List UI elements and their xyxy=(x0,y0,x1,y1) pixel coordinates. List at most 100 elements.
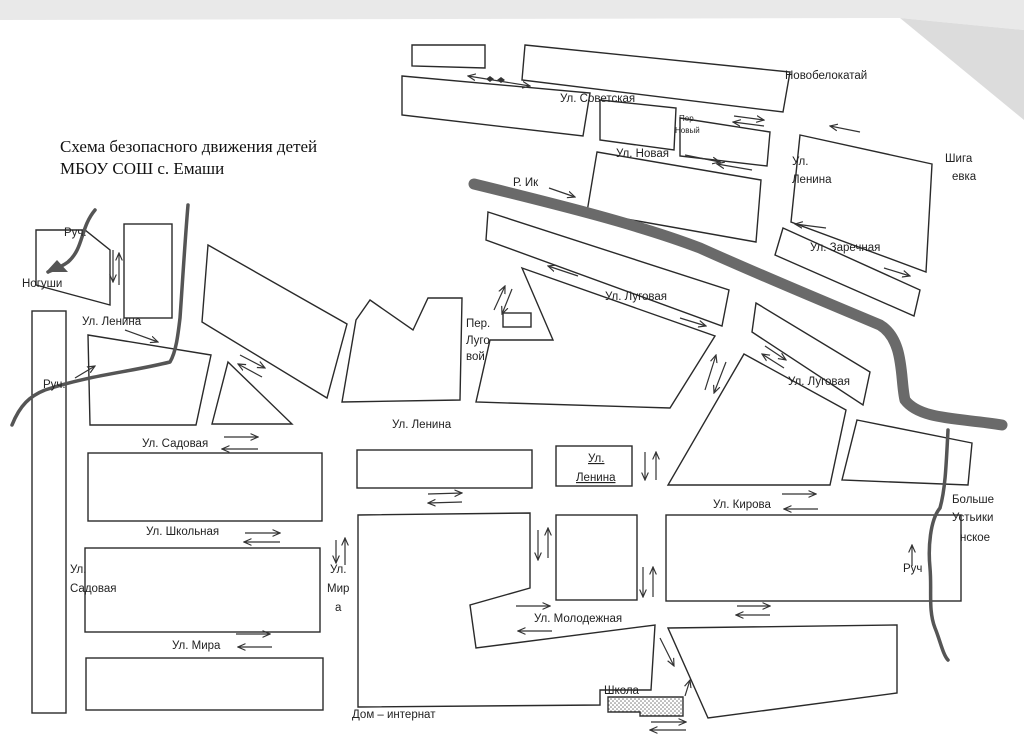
direction-arrow xyxy=(548,266,579,277)
block xyxy=(87,452,323,522)
block xyxy=(87,334,212,426)
direction-arrow xyxy=(764,345,786,360)
direction-arrow xyxy=(883,267,910,276)
block xyxy=(774,227,921,317)
label-ul-sadovaya: Ул. Садовая xyxy=(142,438,208,450)
direction-arrow xyxy=(795,224,827,228)
page-top-shadow xyxy=(0,0,1024,30)
label-ul-lenina: Ленина xyxy=(792,174,832,186)
small-building xyxy=(502,312,532,328)
label-ul-zarechnaya: Ул. Заречная xyxy=(810,242,880,254)
direction-arrow xyxy=(502,288,513,314)
block xyxy=(485,211,730,327)
label-ruch: Руч. xyxy=(43,379,66,391)
map-title-line2: МБОУ СОШ с. Емаши xyxy=(60,159,224,178)
street-labels: Новобелокатай Ул. Советская Пер. Новый У… xyxy=(22,70,994,721)
direction-arrow xyxy=(679,317,706,326)
block xyxy=(211,360,294,425)
label-ul-lenina: Ленина xyxy=(576,472,616,484)
direction-arrow xyxy=(238,364,263,378)
block xyxy=(665,514,962,602)
label-ul-mira: Мир xyxy=(327,583,349,595)
direction-arrow xyxy=(830,126,861,133)
brook-right xyxy=(927,428,950,662)
block xyxy=(475,266,717,409)
label-ul-mira: а xyxy=(335,602,342,614)
block xyxy=(356,449,533,489)
block xyxy=(790,134,933,273)
label-ruch: Руч. xyxy=(64,227,87,239)
direction-arrow xyxy=(74,366,95,379)
label-shigaevka: Шига xyxy=(945,153,973,165)
label-ul-lenina: Ул. xyxy=(588,453,604,465)
label-per-noviy: Пер. xyxy=(679,114,696,123)
direction-arrow xyxy=(428,502,463,503)
label-ul-novaya: Ул. Новая xyxy=(616,148,669,160)
crossing-marker xyxy=(486,76,505,83)
label-ul-mira: Ул. xyxy=(330,564,346,576)
block xyxy=(666,353,847,486)
direction-arrow xyxy=(493,286,505,311)
label-per-lugovoy: Пер. xyxy=(466,318,490,330)
label-ul-mira: Ул. Мира xyxy=(172,640,221,652)
label-ul-lugovaya: Ул. Луговая xyxy=(605,291,667,303)
page-corner-shadow xyxy=(900,18,1024,120)
label-ul-lugovaya: Ул. Луговая xyxy=(788,376,850,388)
traffic-arrows xyxy=(74,76,912,730)
direction-arrow xyxy=(762,354,785,369)
direction-arrow xyxy=(427,493,462,494)
label-ul-molodezhnaya: Ул. Молодежная xyxy=(534,613,622,625)
label-ul-sadovaya: Ул. xyxy=(70,564,86,576)
label-per-lugovoy: Луго xyxy=(466,335,490,347)
direction-arrow xyxy=(684,154,720,162)
block xyxy=(586,151,762,243)
direction-arrow xyxy=(733,116,764,120)
label-bolshe-ustyikinskoe: Устьики xyxy=(952,512,993,524)
label-ul-sovetskaya: Ул. Советская xyxy=(560,93,635,105)
direction-arrow xyxy=(239,354,265,368)
school-building xyxy=(607,696,684,717)
label-per-noviy: Новый xyxy=(675,126,700,135)
block xyxy=(35,229,111,306)
label-internat: Дом – интернат xyxy=(352,709,436,721)
block xyxy=(666,624,898,719)
block xyxy=(123,223,173,319)
label-per-lugovoy: вой xyxy=(466,351,485,363)
block xyxy=(841,419,973,486)
direction-arrow xyxy=(124,329,158,342)
block xyxy=(357,512,656,708)
block xyxy=(341,297,463,403)
block xyxy=(85,657,324,711)
label-ul-shkolnaya: Ул. Школьная xyxy=(146,526,219,538)
block xyxy=(599,99,677,151)
label-ul-lenina: Ул. Ленина xyxy=(82,316,142,328)
direction-arrow xyxy=(659,637,674,666)
map-title-line1: Схема безопасного движения детей xyxy=(60,137,317,156)
river-ik xyxy=(468,178,1008,431)
label-bolshe-ustyikinskoe: нское xyxy=(960,532,990,544)
block xyxy=(679,117,771,167)
direction-arrow xyxy=(717,164,753,171)
direction-arrow xyxy=(714,361,727,393)
block xyxy=(31,310,67,714)
label-school: Школа xyxy=(604,685,640,697)
block xyxy=(411,44,486,69)
block xyxy=(521,44,791,113)
label-ruch: Руч xyxy=(903,563,922,575)
block xyxy=(84,547,321,633)
block xyxy=(751,301,871,407)
triangle-marker xyxy=(46,260,68,272)
block xyxy=(201,243,348,400)
label-river-ik: Р. Ик xyxy=(513,177,539,189)
direction-arrow xyxy=(733,122,765,126)
label-ul-lenina: Ул. xyxy=(792,156,808,168)
label-nogushi: Ногуши xyxy=(22,278,62,290)
label-shigaevka: евка xyxy=(952,171,977,183)
direction-arrow xyxy=(685,680,690,697)
label-ul-kirova: Ул. Кирова xyxy=(713,499,772,511)
label-ul-lenina: Ул. Ленина xyxy=(392,419,452,431)
direction-arrow xyxy=(548,187,575,197)
block xyxy=(555,514,638,601)
label-ul-sadovaya: Садовая xyxy=(70,583,117,595)
